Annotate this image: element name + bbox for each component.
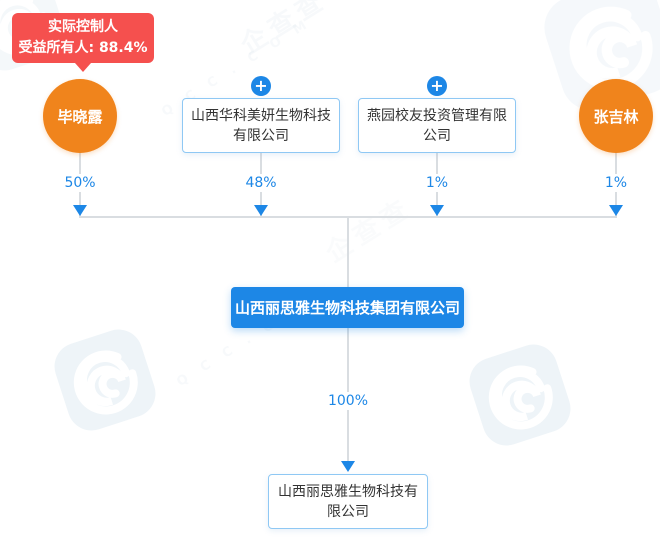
subsidiary-name: 山西丽思雅生物科技有限公司 bbox=[278, 483, 418, 520]
shareholding-percent: 48% bbox=[242, 174, 280, 192]
expand-plus-icon[interactable]: + bbox=[251, 76, 271, 96]
arrow-down-icon bbox=[609, 205, 623, 216]
qcc-logo-watermark bbox=[54, 329, 156, 431]
badge-subtitle: 受益所有人: 88.4% bbox=[18, 40, 148, 56]
shareholder-node-person[interactable]: 毕晓露 bbox=[43, 79, 117, 153]
shareholder-name: 毕晓露 bbox=[57, 107, 103, 126]
shareholding-percent: 1% bbox=[422, 174, 452, 192]
shareholding-percent: 1% bbox=[601, 174, 631, 192]
qcc-logo-watermark bbox=[469, 344, 571, 446]
shareholder-name: 燕园校友投资管理有限公司 bbox=[367, 107, 507, 144]
connector-line bbox=[347, 216, 349, 287]
shareholder-node-company[interactable]: 山西华科美妍生物科技有限公司 bbox=[182, 98, 340, 153]
plus-glyph: + bbox=[430, 76, 444, 95]
shareholder-name: 张吉林 bbox=[593, 107, 639, 126]
badge-pointer bbox=[75, 63, 91, 72]
badge-title: 实际控制人 bbox=[48, 19, 118, 35]
arrow-down-icon bbox=[430, 205, 444, 216]
subsidiary-node[interactable]: 山西丽思雅生物科技有限公司 bbox=[268, 474, 428, 529]
watermark-brand-text: 企查查 bbox=[320, 192, 418, 269]
shareholder-name: 山西华科美妍生物科技有限公司 bbox=[191, 107, 331, 144]
shareholding-percent: 50% bbox=[61, 174, 99, 192]
main-company-name: 山西丽思雅生物科技集团有限公司 bbox=[234, 299, 460, 317]
arrow-down-icon bbox=[254, 205, 268, 216]
main-company-node[interactable]: 山西丽思雅生物科技集团有限公司 bbox=[231, 287, 464, 328]
shareholding-percent: 100% bbox=[324, 392, 372, 410]
plus-glyph: + bbox=[254, 76, 268, 95]
expand-plus-icon[interactable]: + bbox=[427, 76, 447, 96]
actual-controller-badge: 实际控制人 受益所有人: 88.4% bbox=[12, 13, 154, 72]
shareholder-node-person[interactable]: 张吉林 bbox=[579, 79, 653, 153]
arrow-down-icon bbox=[341, 461, 355, 472]
shareholder-node-company[interactable]: 燕园校友投资管理有限公司 bbox=[358, 98, 516, 153]
arrow-down-icon bbox=[73, 205, 87, 216]
watermark-brand-text: 企查查 bbox=[235, 0, 333, 61]
